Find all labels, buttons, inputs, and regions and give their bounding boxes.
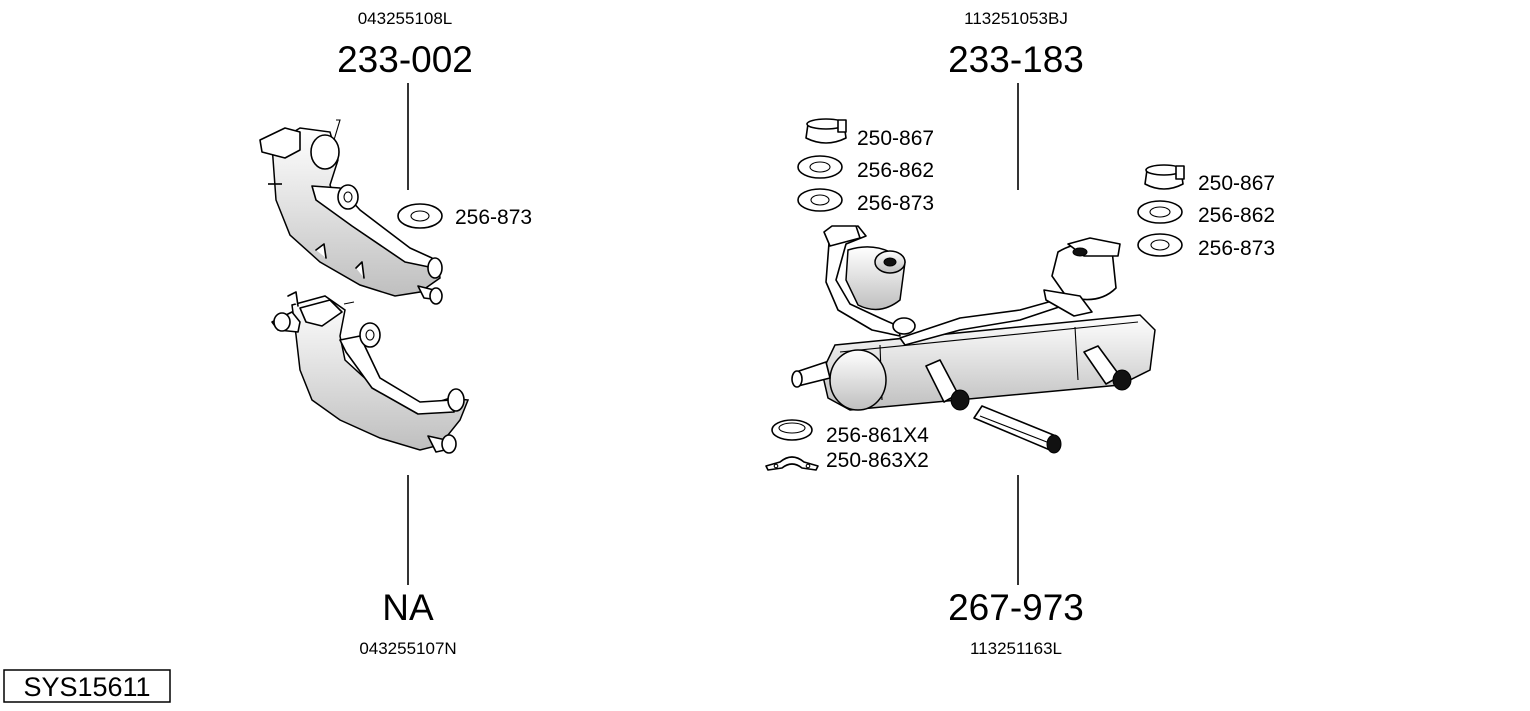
ring-seal-icon — [771, 419, 813, 441]
accessory-256-873-left: 256-873 — [455, 206, 532, 229]
system-id: SYS15611 — [23, 672, 150, 702]
part-number-233-002: 233-002 — [337, 39, 473, 80]
accessory-250-863x2: 250-863X2 — [826, 449, 929, 472]
oem-code-233-183: 113251053BJ — [964, 9, 1068, 28]
tail-pipe-drawing — [973, 405, 1062, 454]
accessory-256-862-left: 256-862 — [857, 159, 934, 182]
gasket-icon — [797, 155, 843, 179]
accessory-256-861x4: 256-861X4 — [826, 424, 929, 447]
accessory-250-867-right: 250-867 — [1198, 172, 1275, 195]
accessory-256-862-right: 256-862 — [1198, 204, 1275, 227]
clamp-icon — [805, 118, 847, 144]
heat-exchanger-right-drawing — [259, 119, 443, 305]
system-id-box — [3, 669, 171, 703]
gasket-icon — [1137, 233, 1183, 257]
oem-code-267-973: 113251163L — [970, 639, 1062, 658]
accessory-256-873-right: 256-873 — [1198, 237, 1275, 260]
heat-exchanger-left-drawing — [271, 291, 470, 454]
oem-code-233-002: 043255108L — [358, 9, 453, 28]
gasket-icon — [1137, 200, 1183, 224]
part-number-233-183: 233-183 — [948, 39, 1084, 80]
gasket-icon — [797, 188, 843, 212]
accessory-256-873-left-stack: 256-873 — [857, 192, 934, 215]
bracket-clip-icon — [765, 456, 819, 471]
gasket-icon — [397, 203, 443, 229]
muffler-drawing — [791, 225, 1156, 411]
gasket-hole-icon — [1150, 239, 1170, 251]
oem-code-na: 043255107N — [359, 639, 456, 658]
gasket-hole-icon — [1149, 206, 1171, 218]
gasket-hole-icon — [809, 161, 831, 173]
part-number-na: NA — [382, 587, 434, 628]
gasket-hole-icon — [410, 210, 430, 222]
part-number-267-973: 267-973 — [948, 587, 1084, 628]
accessory-250-867-left: 250-867 — [857, 127, 934, 150]
gasket-hole-icon — [810, 194, 830, 206]
clamp-icon — [1144, 164, 1185, 190]
